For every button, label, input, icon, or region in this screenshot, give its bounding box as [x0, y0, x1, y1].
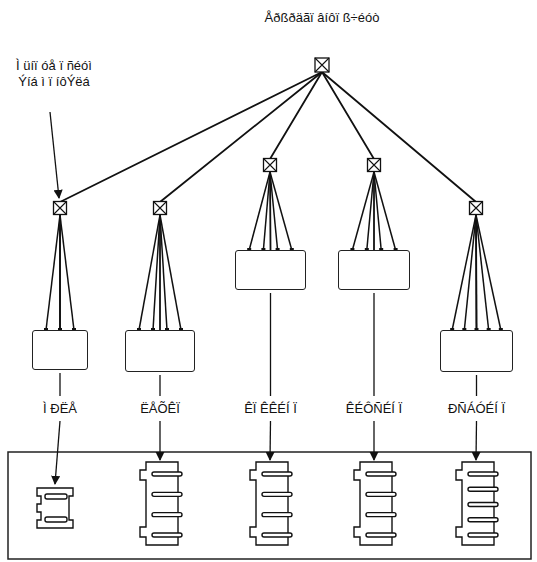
heading-text: Åðßðäãï âíôï ß÷éóò — [265, 10, 380, 25]
wire — [476, 215, 501, 330]
leader-line — [373, 293, 374, 396]
wire — [464, 215, 476, 330]
plug-box: Ì ÐËÅ — [32, 330, 88, 370]
junction-symbol — [264, 159, 277, 172]
color-label: Ì ÐËÅ — [43, 401, 77, 416]
wire — [60, 215, 74, 330]
wire — [249, 172, 270, 250]
wire — [270, 172, 292, 250]
leader-line — [59, 373, 60, 396]
callout-arrow — [50, 112, 59, 198]
junction-symbol — [368, 159, 381, 172]
connector-illustration — [250, 462, 292, 545]
junction-symbol — [315, 58, 329, 72]
leader-arrow — [475, 421, 477, 460]
leader-arrow — [159, 421, 160, 460]
junction-symbol — [470, 202, 483, 215]
connector-illustration — [456, 462, 498, 545]
connector-illustration — [37, 488, 73, 528]
color-label: ÊÏ ÊÊÉÍ Ï — [244, 401, 297, 416]
wire — [352, 172, 374, 250]
wire — [139, 215, 160, 330]
cable-line — [322, 72, 477, 330]
wire — [374, 172, 396, 250]
plug-box: ÊÏ ÊÊÉÍ Ï — [235, 250, 306, 290]
leader-arrow — [269, 421, 271, 460]
wire — [160, 215, 181, 330]
plug-box: ËÅÕÊÏ — [125, 330, 195, 372]
junction-symbol — [154, 202, 167, 215]
plug-box: ÐÑÁÓÉÍ Ï — [440, 330, 513, 372]
leader-line — [159, 375, 160, 396]
color-label: ËÅÕÊÏ — [140, 401, 180, 416]
junction-box: Åðßðäãï âíôï ß÷éóò — [315, 58, 329, 72]
wire — [367, 172, 374, 250]
cable-line — [60, 72, 322, 330]
wire — [263, 172, 270, 250]
leader-arrow — [55, 421, 60, 484]
wire — [452, 215, 476, 330]
cable-line — [160, 72, 322, 330]
wire — [46, 215, 60, 330]
plug-box: ÊÉÔÑÉÍ Ï — [338, 250, 410, 290]
leader-line — [270, 293, 271, 396]
wire — [476, 215, 489, 330]
connector-illustration — [354, 462, 396, 545]
color-label: ÐÑÁÓÉÍ Ï — [448, 401, 505, 416]
color-label: ÊÉÔÑÉÍ Ï — [346, 401, 402, 416]
wire — [153, 215, 160, 330]
cable-line — [270, 72, 322, 250]
callout-note: Ì üíï óå ï ñéóì Ýíá ì ï íôÝëá — [8, 58, 100, 91]
cable-line — [322, 72, 374, 250]
connector-illustration — [140, 462, 182, 545]
junction-symbol — [54, 202, 67, 215]
leader-arrow — [373, 421, 374, 460]
leader-line — [476, 375, 477, 396]
illustration-frame — [8, 452, 531, 559]
